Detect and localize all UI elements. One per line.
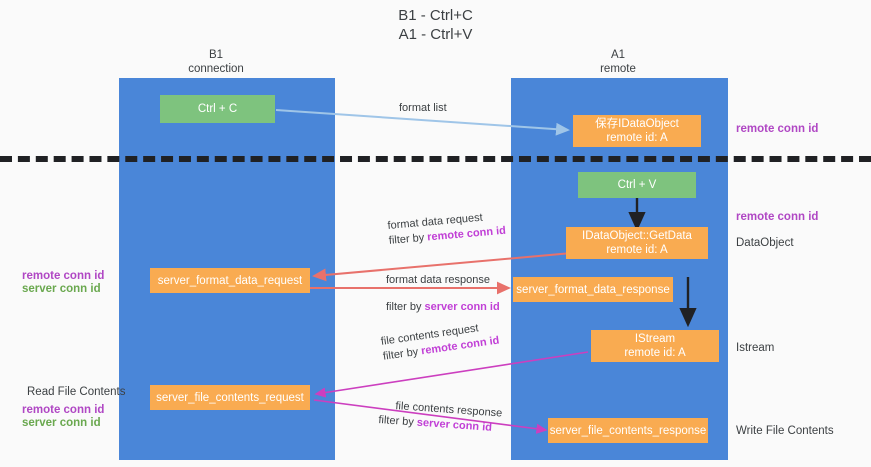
filter-key-server-conn-id: server conn id xyxy=(416,416,493,434)
node-idataobject-getdata-line1: IDataObject::GetData xyxy=(582,230,692,242)
node-server-format-data-response[interactable]: server_format_data_response xyxy=(513,277,673,302)
filter-prefix: filter by xyxy=(388,231,428,247)
node-save-idataobject[interactable]: 保存IDataObject remote id: A xyxy=(573,115,701,147)
annotation-right-remote-conn-id-mid: remote conn id xyxy=(736,211,819,223)
annotation-left-read-file-contents: Read File Contents xyxy=(27,386,126,398)
node-server-format-data-request-label: server_format_data_request xyxy=(157,274,303,287)
node-server-format-data-response-label: server_format_data_response xyxy=(516,283,670,296)
node-server-file-contents-response-label: server_file_contents_response xyxy=(549,424,707,437)
node-ctrl-v-label: Ctrl + V xyxy=(617,179,657,191)
edge-label-format-data-request: format data request filter by remote con… xyxy=(387,209,507,249)
edge-label-format-data-response: format data response filter by server co… xyxy=(386,273,500,315)
node-server-file-contents-response[interactable]: server_file_contents_response xyxy=(548,418,708,443)
column-header-left: B1 connection xyxy=(150,48,282,76)
node-istream-line2: remote id: A xyxy=(624,347,686,359)
phase-separator xyxy=(0,156,871,162)
diagram-title-line1: B1 - Ctrl+C xyxy=(398,7,473,24)
node-server-file-contents-request[interactable]: server_file_contents_request xyxy=(150,385,310,410)
node-idataobject-getdata[interactable]: IDataObject::GetData remote id: A xyxy=(566,227,708,259)
annotation-right-dataobject: DataObject xyxy=(736,237,794,249)
annotation-right-remote-conn-id-top: remote conn id xyxy=(736,123,819,135)
filter-prefix: filter by xyxy=(378,413,418,429)
column-header-left-name: B1 xyxy=(208,49,224,61)
edge-label-format-data-response-text: format data response xyxy=(386,274,490,286)
node-ctrl-c[interactable]: Ctrl + C xyxy=(160,95,275,123)
column-header-left-role: connection xyxy=(188,63,244,75)
annotation-left-server-conn-id-mid: server conn id xyxy=(22,283,101,295)
annotation-left-remote-conn-id-bottom: remote conn id xyxy=(22,404,105,416)
edge-label-file-contents-request: file contents request filter by remote c… xyxy=(380,319,500,365)
node-server-format-data-request[interactable]: server_format_data_request xyxy=(150,268,310,293)
node-istream[interactable]: IStream remote id: A xyxy=(591,330,719,362)
annotation-right-write-file-contents: Write File Contents xyxy=(736,425,834,437)
diagram-title: B1 - Ctrl+C A1 - Ctrl+V xyxy=(0,6,871,44)
node-idataobject-getdata-line2: remote id: A xyxy=(606,244,668,256)
filter-prefix: filter by xyxy=(382,345,423,363)
diagram-title-line2: A1 - Ctrl+V xyxy=(398,26,473,43)
filter-prefix: filter by xyxy=(386,301,425,313)
edge-label-format-data-response-filter: filter by server conn id xyxy=(386,300,500,315)
edge-label-file-contents-response: file contents response filter by server … xyxy=(378,398,503,437)
column-header-right-role: remote xyxy=(600,63,636,75)
node-save-idataobject-line1: 保存IDataObject xyxy=(595,118,679,130)
edge-label-format-list-text: format list xyxy=(399,102,447,114)
node-ctrl-v[interactable]: Ctrl + V xyxy=(578,172,696,198)
edge-label-format-list: format list xyxy=(399,101,447,116)
column-header-right: A1 remote xyxy=(552,48,684,76)
annotation-right-istream: Istream xyxy=(736,342,775,354)
column-header-right-name: A1 xyxy=(610,49,626,61)
annotation-left-server-conn-id-bottom: server conn id xyxy=(22,417,101,429)
node-ctrl-c-label: Ctrl + C xyxy=(197,103,238,115)
node-server-file-contents-request-label: server_file_contents_request xyxy=(156,391,304,404)
node-save-idataobject-line2: remote id: A xyxy=(606,132,668,144)
filter-key-server-conn-id: server conn id xyxy=(424,301,500,313)
node-istream-line1: IStream xyxy=(634,333,676,345)
annotation-left-remote-conn-id-mid: remote conn id xyxy=(22,270,105,282)
